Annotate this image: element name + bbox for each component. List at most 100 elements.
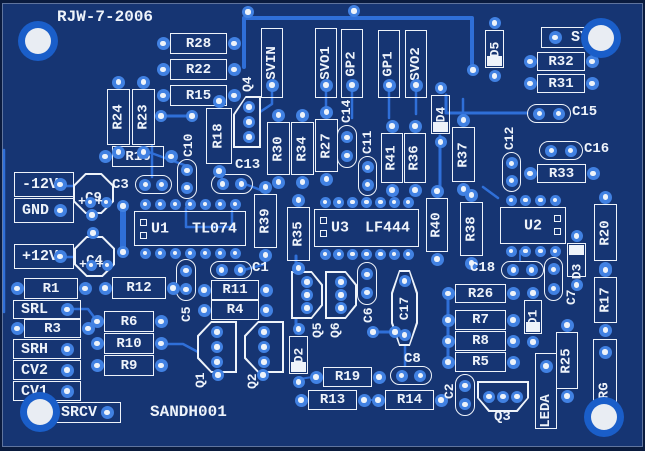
component-label: D2 (290, 337, 307, 373)
pad (112, 145, 125, 159)
plus-mark: + (95, 194, 103, 209)
component-CV2: CV2 (13, 360, 81, 380)
pad (539, 359, 553, 373)
pad (320, 105, 333, 119)
component-R40: R40 (426, 198, 448, 252)
component-label: R33 (538, 165, 585, 182)
pad (265, 78, 279, 92)
pad (320, 172, 333, 186)
pad (374, 248, 386, 260)
component-label: -12V (15, 173, 80, 196)
component-label-text: R22 (185, 61, 212, 78)
component-label-text: -12V (22, 176, 59, 193)
ic-designator: U3 (331, 219, 350, 237)
pad (292, 376, 305, 388)
component-C6 (357, 262, 377, 305)
component-label-text: R20 (597, 219, 614, 246)
pad (402, 196, 414, 208)
mounting-hole (584, 397, 624, 437)
pad (117, 200, 129, 212)
pad (409, 78, 423, 92)
component-label: R10 (105, 334, 153, 353)
pad (361, 268, 373, 281)
component-label-text: R15 (185, 87, 212, 104)
component-label: R3 (25, 320, 80, 337)
component-R35: R35 (287, 207, 310, 261)
component-label: R32 (538, 53, 584, 70)
pad (186, 110, 198, 122)
pad (155, 110, 167, 122)
silkscreen-text: Q3 (494, 409, 511, 425)
component-R38: R38 (460, 202, 483, 256)
pad (505, 157, 518, 170)
component-label: R36 (405, 134, 425, 182)
pad (139, 198, 151, 210)
pad (259, 248, 272, 262)
pad (319, 196, 331, 208)
component-label: R4 (212, 301, 258, 319)
component-R15: R15 (170, 85, 227, 106)
trace (242, 16, 474, 69)
pad (84, 196, 96, 208)
component-SRL: SRL (13, 300, 81, 319)
silkscreen-text: C1 (252, 260, 269, 276)
pin1-mark (140, 219, 147, 226)
component-label: R28 (171, 34, 226, 53)
pad (60, 303, 74, 316)
component-label: R19 (324, 368, 371, 386)
pad (319, 78, 333, 92)
component-label-text: R19 (334, 369, 361, 385)
component-label: R9 (105, 356, 153, 375)
mounting-hole (581, 18, 621, 58)
pad (341, 149, 353, 162)
pad (523, 167, 537, 180)
component-label: R37 (453, 128, 474, 181)
component-label-text: LEDA (538, 394, 555, 428)
component-R41: R41 (381, 133, 403, 183)
component-R11: R11 (211, 280, 259, 300)
component-R14: R14 (385, 390, 434, 410)
trace (444, 93, 529, 115)
component-label-text: R23 (135, 104, 152, 130)
component-label: SRH (14, 340, 87, 358)
component-label-text: +12V (22, 248, 59, 265)
component-C2 (455, 374, 475, 416)
component-label-text: R1 (42, 280, 60, 297)
pad (292, 323, 305, 335)
component-C14 (337, 125, 357, 168)
pad (505, 194, 517, 206)
component-label: R15 (171, 86, 226, 105)
pad (585, 55, 599, 68)
component-label: D5 (486, 31, 503, 67)
pad (599, 323, 612, 337)
component-label-text: C17 (397, 296, 412, 320)
component-R12: R12 (112, 277, 166, 299)
trace (481, 185, 500, 200)
pad (398, 329, 411, 341)
component-label: R40 (427, 199, 447, 251)
component-label: R30 (268, 123, 289, 174)
component-C11 (358, 156, 377, 196)
component-C16 (539, 141, 583, 160)
pad (333, 248, 345, 260)
silkscreen-text: Q1 (193, 372, 208, 388)
component-label-text: SRL (21, 301, 49, 318)
pad (333, 196, 345, 208)
silkscreen-text: C12 (502, 126, 517, 150)
component-label: R18 (207, 109, 231, 163)
pad (166, 281, 180, 295)
pad (552, 107, 565, 120)
pad (441, 313, 455, 327)
mounting-hole (18, 21, 58, 61)
component-label: SRCV (54, 403, 127, 422)
pad (90, 359, 104, 372)
component-D4: D4 (431, 95, 450, 134)
component-label: SRL (14, 301, 87, 318)
pad (98, 281, 112, 295)
pad (382, 78, 396, 92)
pad (533, 107, 546, 120)
component-GP2: GP2 (341, 29, 363, 98)
component-label: R8 (456, 332, 505, 350)
component-label: CV2 (14, 361, 87, 379)
pad (441, 287, 455, 300)
